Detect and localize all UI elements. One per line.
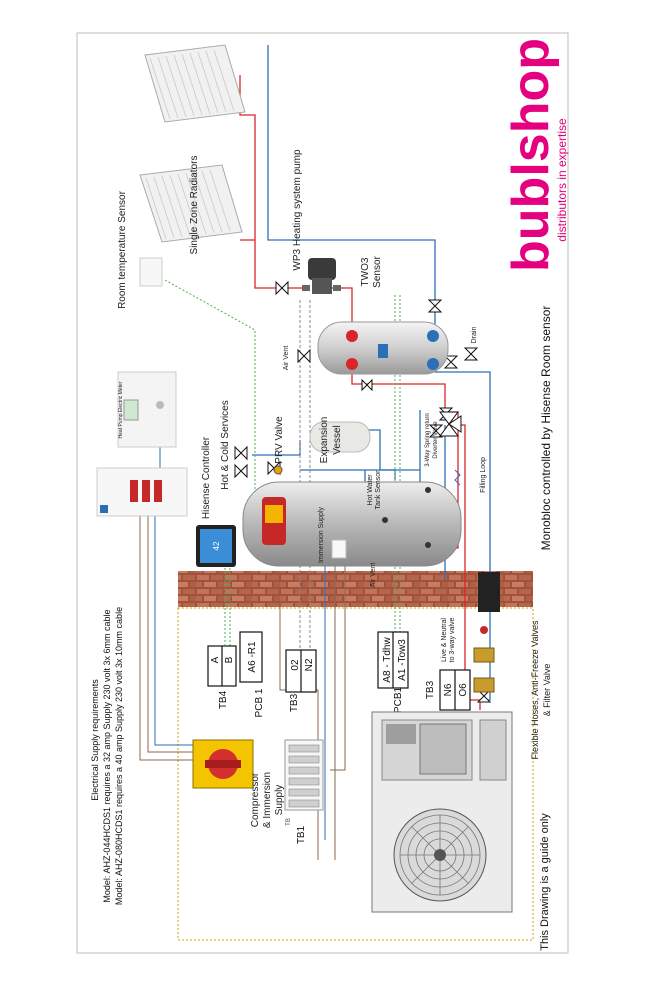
room-sensor bbox=[139, 257, 163, 287]
brick-wall bbox=[178, 571, 533, 607]
controller-label: Hisense Controller bbox=[201, 436, 212, 519]
tb3-label: TB3 bbox=[289, 693, 300, 712]
hot-cold-label: Hot & Cold Services bbox=[220, 400, 231, 489]
tb3b-label: TB3 bbox=[425, 680, 436, 699]
compressor-label-3: Supply bbox=[274, 785, 285, 816]
live-neutral-label-1: Live & Neutral bbox=[441, 618, 448, 662]
immersion-label: Immersion Supply bbox=[318, 506, 325, 563]
radiator-lower bbox=[139, 164, 243, 243]
expansion-vessel bbox=[309, 421, 371, 453]
meter-label: Heat Pump Electric Meter bbox=[118, 381, 124, 438]
electric-meter bbox=[117, 371, 177, 448]
drain-label: Drain bbox=[471, 327, 478, 344]
flex-hoses-label-1: Flexible Hoses, Anti-Freeze Valves bbox=[530, 620, 540, 759]
tb4-b: B bbox=[224, 656, 235, 663]
pcb1-value: A6 -R1 bbox=[247, 641, 258, 673]
valve-return-lower bbox=[443, 355, 459, 369]
filling-loop bbox=[454, 469, 461, 486]
terminal-boxes bbox=[207, 631, 471, 711]
valve-hot-service bbox=[234, 445, 248, 461]
radiators-label: Single Zone Radiators bbox=[189, 156, 200, 255]
tb3b-a: N6 bbox=[443, 683, 454, 696]
tb1-small-label: TB bbox=[286, 818, 292, 826]
two3-sensor-label: Sensor bbox=[372, 255, 383, 287]
valve-bypass bbox=[361, 378, 373, 392]
diverter-valve bbox=[439, 411, 462, 437]
tb4-a: A bbox=[210, 656, 221, 663]
tb3-b: N2 bbox=[304, 658, 315, 671]
wall-penetration bbox=[478, 572, 500, 612]
hisense-controller bbox=[196, 525, 236, 567]
tb1-terminal-strip bbox=[284, 739, 324, 811]
valve-air-vent bbox=[297, 348, 311, 364]
guide-note: This Drawing is a guide only bbox=[539, 813, 551, 951]
prv-label: PRV Valve bbox=[274, 416, 285, 464]
isolator-switch bbox=[192, 739, 254, 789]
electrical-line2: Model: AHZ-080HCDS1 requires a 40 amp Su… bbox=[114, 607, 124, 905]
radiator-upper bbox=[144, 44, 246, 123]
two3-label: TWO3 bbox=[360, 257, 371, 286]
drawing-frame bbox=[76, 32, 569, 954]
pump-label: WP3 Heating system pump bbox=[292, 149, 303, 271]
compressor-label-1: Compressor bbox=[250, 772, 261, 827]
diverter-label-2: Diverter Valve bbox=[433, 421, 439, 459]
valve-return-upper bbox=[427, 299, 443, 313]
filling-loop-label: Filling Loop bbox=[480, 457, 487, 493]
pcb1b-a: A8 - Tdhw bbox=[382, 637, 393, 683]
controller-screen: 42 bbox=[212, 541, 221, 550]
valve-cold-service bbox=[234, 463, 248, 479]
pcb1-label: PCB 1 bbox=[254, 688, 265, 717]
buffer-tank bbox=[317, 321, 449, 375]
monobloc-title: Monobloc controlled by Hisense Room sens… bbox=[539, 306, 553, 551]
valve-pump bbox=[275, 280, 289, 296]
tb4-label: TB4 bbox=[218, 690, 229, 709]
consumer-unit bbox=[96, 467, 188, 517]
tb3-a: 02 bbox=[290, 659, 301, 671]
electrical-line1: Model: AHZ-044HCDS1 requires a 32 amp Su… bbox=[102, 609, 112, 902]
brand-tagline: distributors in expertise bbox=[555, 118, 569, 242]
valve-drain bbox=[463, 347, 479, 361]
air-vent-label: Air Vent bbox=[283, 346, 290, 371]
hot-water-cylinder bbox=[242, 481, 462, 567]
air-vent-cyl-label: Air Vent bbox=[370, 563, 377, 588]
room-sensor-label: Room temperature Sensor bbox=[117, 190, 128, 309]
heat-pump-unit bbox=[371, 711, 513, 913]
expansion-label: Expansion bbox=[319, 417, 330, 464]
outdoor-boundary bbox=[177, 607, 534, 941]
vessel-label: Vessel bbox=[332, 425, 343, 454]
pipework bbox=[239, 45, 491, 710]
electrical-heading: Electrical Supply requirements bbox=[90, 679, 100, 801]
anti-freeze-valves bbox=[473, 626, 495, 693]
heating-pump bbox=[302, 258, 341, 294]
live-neutral-label-2: to 3-way valve bbox=[449, 618, 456, 663]
hot-water-label-2: Tank Sensor bbox=[375, 470, 382, 510]
brand-logo: bublshop bbox=[502, 38, 560, 272]
pcb1b-b: A1 -Tow3 bbox=[397, 639, 408, 681]
pcb1b-label: PCB1 bbox=[393, 687, 404, 714]
tb1-label: TB1 bbox=[296, 825, 307, 844]
flex-hoses-label-2: & Filter Valve bbox=[542, 664, 552, 717]
valve-diverter-b bbox=[428, 424, 444, 438]
prv-valve bbox=[273, 465, 283, 475]
tb3b-b: O6 bbox=[458, 683, 469, 697]
hot-water-label-1: Hot Water bbox=[367, 474, 374, 506]
diverter-label-1: 3-Way Spring return bbox=[425, 413, 431, 466]
compressor-label-2: & Immersion bbox=[262, 772, 273, 828]
immersion-switch bbox=[331, 539, 347, 559]
